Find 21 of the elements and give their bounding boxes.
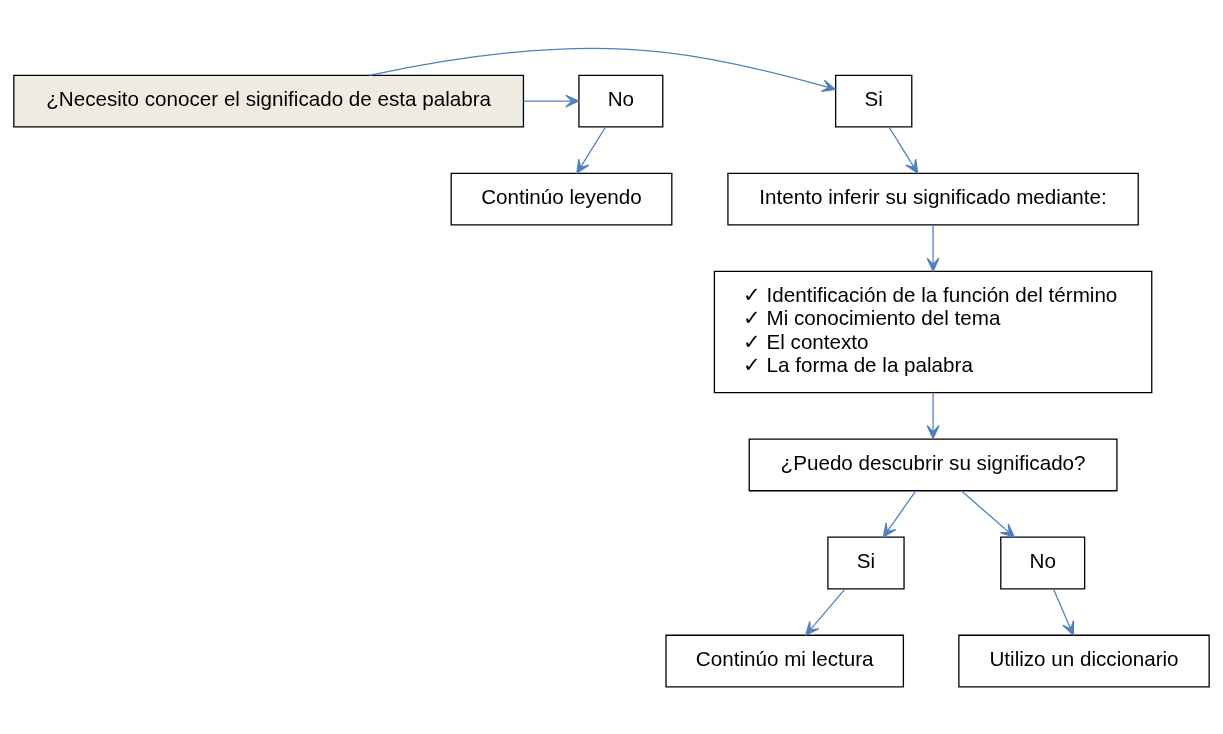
arrow — [1052, 587, 1075, 636]
node-box: No — [1000, 536, 1086, 589]
arrow — [368, 47, 836, 92]
node-box: Continúo leyendo — [450, 172, 673, 226]
arrow — [926, 391, 940, 439]
node-box: No — [578, 74, 664, 128]
node-box: ¿Puedo descubrir su significado? — [748, 438, 1118, 491]
node-box: Continúo mi lectura — [665, 634, 905, 687]
node-box: Si — [827, 536, 905, 589]
node-box: ¿Necesito conocer el significado de esta palabra — [13, 74, 525, 128]
arrow — [882, 489, 917, 537]
arrow — [576, 125, 607, 174]
arrow — [522, 94, 580, 108]
arrow — [888, 125, 919, 174]
node-box: Intento inferir su significado mediante: — [727, 172, 1139, 226]
node-box: Si — [835, 74, 913, 128]
arrow — [960, 489, 1015, 537]
arrow — [805, 587, 846, 636]
node-box: Utilizo un diccionario — [958, 634, 1210, 687]
node-box: ✓ Identificación de la función del término ✓ Mi conocimiento del tema ✓ El contexto ✓ La forma de la palabra — [713, 270, 1153, 393]
arrow — [926, 224, 940, 272]
